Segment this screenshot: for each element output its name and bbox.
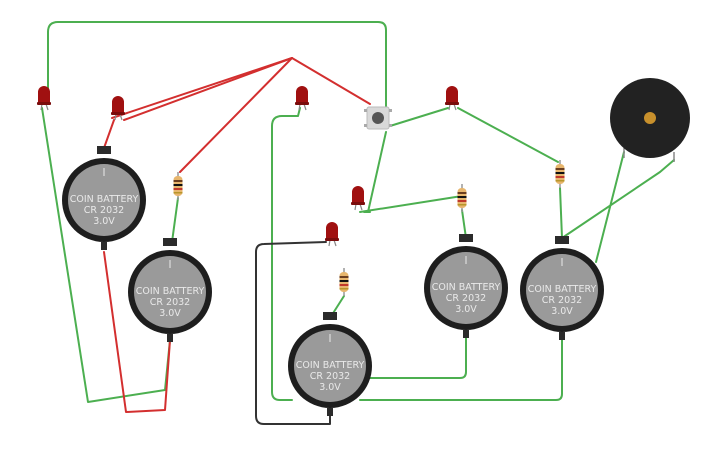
led-5[interactable] <box>351 186 365 211</box>
battery-3-label-line3: 3.0V <box>319 382 341 393</box>
wire-buzzer-battery5-right[interactable] <box>561 159 675 239</box>
wire-resistor1-battery2[interactable] <box>171 197 179 243</box>
wire-led5-resistor3[interactable] <box>359 195 463 213</box>
battery-1-label-line3: 3.0V <box>93 216 115 227</box>
wire-resistor3-battery4[interactable] <box>461 209 467 239</box>
battery-2-label-line3: 3.0V <box>159 308 181 319</box>
led-3[interactable] <box>295 86 309 111</box>
battery-1-label-line2: CR 2032 <box>84 205 124 216</box>
wire-button-led4[interactable] <box>389 107 449 127</box>
resistor-1[interactable] <box>173 172 183 200</box>
battery-5-label-line2: CR 2032 <box>542 295 582 306</box>
wire-red-junction-led[interactable] <box>111 57 293 119</box>
battery-3-label-line1: COIN BATTERY <box>296 360 365 371</box>
resistor-2[interactable] <box>339 268 349 296</box>
battery-4[interactable]: COIN BATTERY CR 2032 3.0V <box>424 234 508 338</box>
battery-4-label-line2: CR 2032 <box>446 293 486 304</box>
wire-top-loop[interactable] <box>47 21 387 111</box>
wires-layer <box>41 21 675 425</box>
battery-1-label-line1: COIN BATTERY <box>70 194 139 205</box>
led-2[interactable] <box>111 96 125 121</box>
battery-5-label-line3: 3.0V <box>551 306 573 317</box>
wire-led4-resistor4[interactable] <box>457 107 559 163</box>
wire-led3-left[interactable] <box>271 107 301 401</box>
battery-3[interactable]: COIN BATTERY CR 2032 3.0V <box>288 312 372 416</box>
wire-black-loop[interactable] <box>255 241 331 425</box>
pushbutton[interactable] <box>364 106 392 130</box>
wire-buzzer-battery5-left[interactable] <box>595 151 625 263</box>
led-4[interactable] <box>445 86 459 111</box>
battery-3-label-line2: CR 2032 <box>310 371 350 382</box>
battery-2[interactable]: COIN BATTERY CR 2032 3.0V <box>128 238 212 342</box>
wire-red-junction-resistor[interactable] <box>179 57 293 173</box>
resistor-4[interactable] <box>555 160 565 188</box>
resistor-3[interactable] <box>457 184 467 212</box>
battery-2-label-line1: COIN BATTERY <box>136 286 205 297</box>
battery-5[interactable]: COIN BATTERY CR 2032 3.0V <box>520 236 604 340</box>
buzzer[interactable] <box>610 78 690 162</box>
resistors-layer <box>173 160 565 296</box>
leds-layer <box>37 86 459 247</box>
battery-1[interactable]: COIN BATTERY CR 2032 3.0V <box>62 146 146 250</box>
wire-red-junction-button[interactable] <box>291 57 371 105</box>
wire-battery4-bottom[interactable] <box>361 337 467 379</box>
battery-4-label-line3: 3.0V <box>455 304 477 315</box>
led-6[interactable] <box>325 222 339 247</box>
buzzer-center <box>644 112 656 124</box>
wire-resistor4-battery5[interactable] <box>559 187 563 239</box>
battery-4-label-line1: COIN BATTERY <box>432 282 501 293</box>
wire-red-junction-led2[interactable] <box>123 57 293 121</box>
wire-button-led5[interactable] <box>367 131 387 213</box>
battery-5-label-line1: COIN BATTERY <box>528 284 597 295</box>
battery-2-label-line2: CR 2032 <box>150 297 190 308</box>
batteries-layer: COIN BATTERY CR 2032 3.0V COIN BATTERY C… <box>62 146 604 416</box>
wire-battery5-bottom[interactable] <box>359 339 563 401</box>
pushbutton-cap[interactable] <box>372 112 384 124</box>
wire-red-led-battery1[interactable] <box>103 119 115 149</box>
wire-red-battery1-bottom[interactable] <box>103 251 171 413</box>
led-1[interactable] <box>37 86 51 111</box>
